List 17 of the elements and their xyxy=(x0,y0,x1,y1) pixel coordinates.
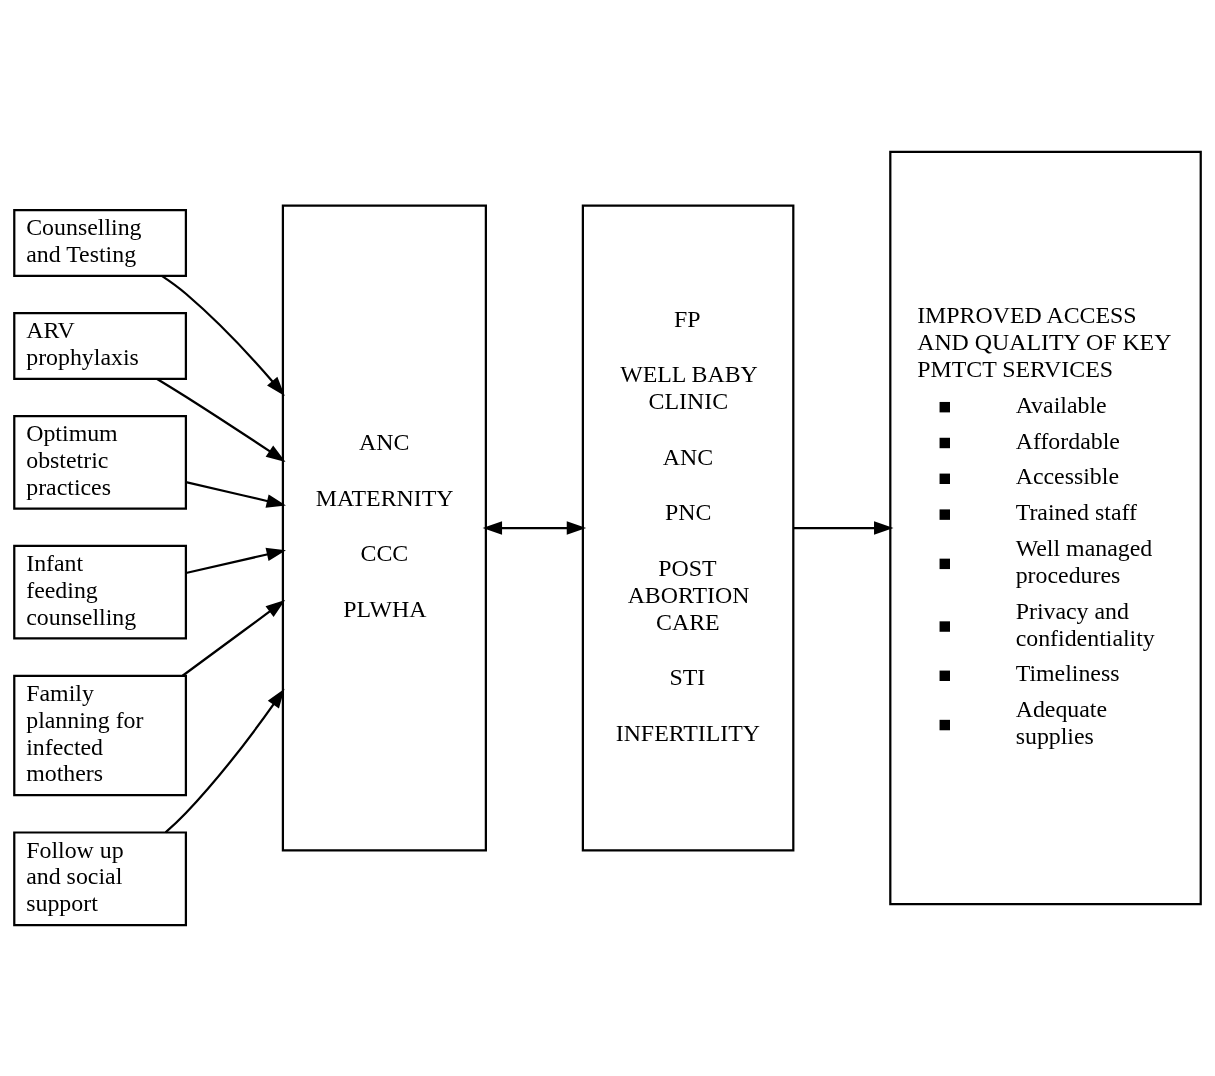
node-box: ARV prophylaxis xyxy=(13,311,187,380)
node-box: Family planning for infected mothers xyxy=(13,674,187,796)
node-box: Counselling and Testing xyxy=(13,208,187,277)
node-box: Follow up and social support xyxy=(13,830,187,926)
node-box: Optimum obstetric practices xyxy=(13,414,187,510)
arrow xyxy=(161,274,285,396)
node-box: FP WELL BABY CLINIC ANC PNC POST ABORTION CARE STI INFERTILITY xyxy=(581,204,795,852)
arrow xyxy=(164,688,285,833)
node-box: Infant feeding counselling xyxy=(13,544,187,640)
arrow xyxy=(181,599,286,677)
arrow xyxy=(793,520,894,535)
arrow xyxy=(185,547,286,574)
arrow xyxy=(482,520,587,535)
arrow xyxy=(185,480,286,508)
arrow xyxy=(156,377,286,462)
node-box: ANC MATERNITY CCC PLWHA xyxy=(281,204,487,852)
node-box: IMPROVED ACCESS AND QUALITY OF KEY PMTCT SERVICES Available Affordable Accessible Trained staff Well managed procedures Privacy and confidentiality Timeliness Adequate supplies xyxy=(889,150,1202,905)
